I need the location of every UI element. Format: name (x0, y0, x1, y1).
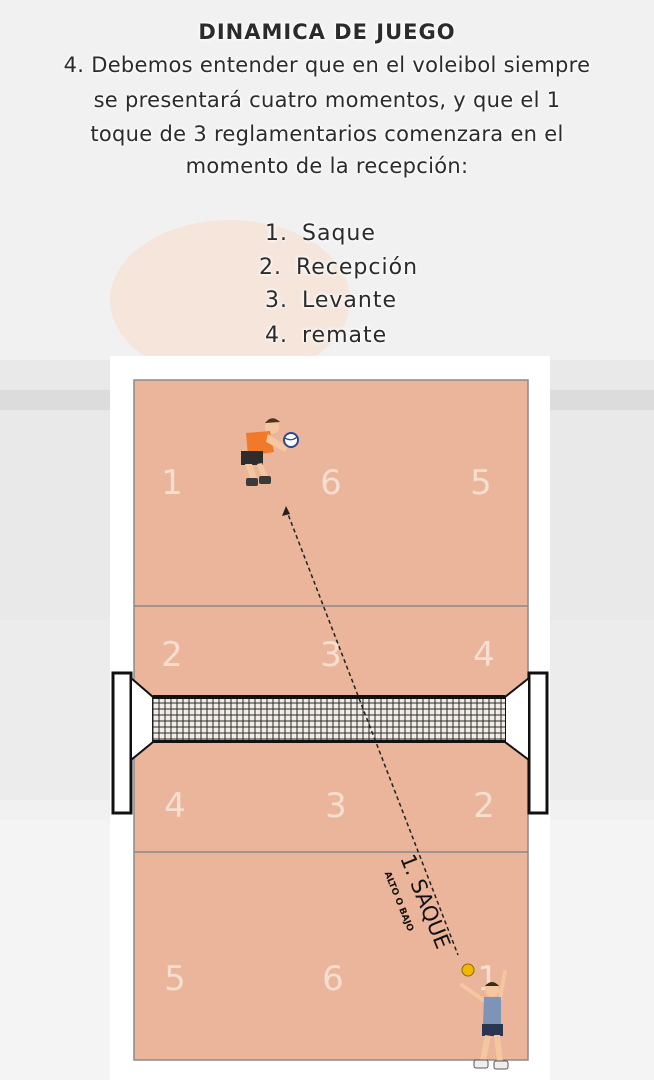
receiver-player-icon (241, 418, 288, 486)
step-remate: 4. remate (0, 323, 654, 348)
server-player-icon (460, 970, 509, 1070)
zone-number: 6 (320, 463, 342, 503)
volleyball-icon (283, 432, 299, 448)
step-number: 1. (265, 221, 288, 246)
zone-number: 2 (161, 635, 183, 675)
volleyball-icon (461, 963, 475, 977)
zone-number: 2 (473, 786, 495, 826)
step-label: Saque (302, 221, 376, 246)
zone-number: 4 (164, 786, 186, 826)
step-label: Recepción (295, 255, 419, 280)
step-number: 2. (258, 255, 282, 280)
page-title: DINAMICA DE JUEGO (198, 20, 456, 44)
step-saque: 1. Saque (0, 221, 654, 246)
intro-line-1: 4. Debemos entender que en el voleibol s… (63, 53, 591, 77)
zone-number: 4 (473, 635, 495, 675)
zone-number: 3 (320, 635, 342, 675)
serve-trajectory-line (285, 508, 459, 956)
intro-line-2: se presentará cuatro momentos, y que el … (93, 88, 561, 112)
intro-line-3: toque de 3 reglamentarios comenzara en e… (90, 122, 564, 146)
net-icon (111, 671, 549, 815)
trajectory-arrowhead (282, 506, 290, 516)
zone-number: 5 (470, 463, 492, 503)
zone-number: 1 (161, 463, 183, 503)
step-label: Levante (302, 288, 398, 313)
step-levante: 3. Levante (0, 288, 654, 313)
intro-line-4: momento de la recepción: (185, 154, 469, 178)
step-number: 3. (265, 288, 288, 313)
zone-number: 6 (322, 959, 344, 999)
step-recepcion: 2. Recepción (0, 255, 654, 280)
step-number: 4. (265, 323, 288, 348)
zone-number: 5 (164, 959, 186, 999)
step-label: remate (302, 323, 388, 348)
zone-number: 3 (325, 786, 347, 826)
